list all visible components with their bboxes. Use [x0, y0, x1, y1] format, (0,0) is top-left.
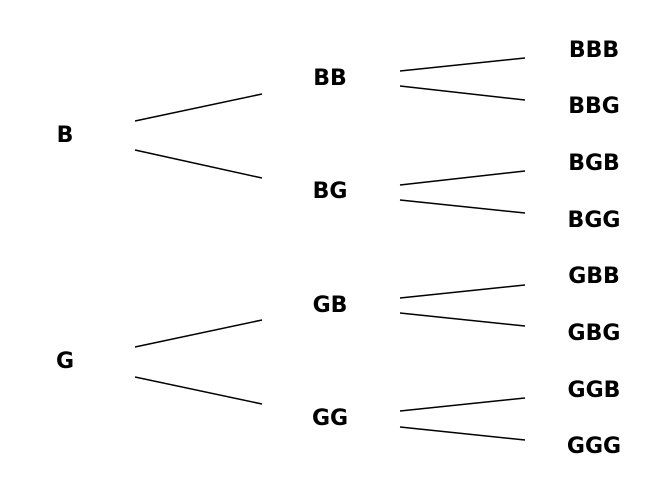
- node-bbb: BBB: [569, 38, 619, 63]
- node-ggb: GGB: [568, 378, 621, 403]
- node-bgb: BGB: [568, 151, 620, 176]
- branch-bb-bbg: [399, 85, 526, 101]
- node-ggg: GGG: [567, 434, 621, 459]
- branch-bb-bbb: [399, 57, 526, 72]
- node-gbg: GBG: [568, 321, 621, 346]
- node-gbb: GBB: [568, 264, 620, 289]
- branch-gg-ggb: [399, 397, 526, 412]
- branch-b-bb: [134, 93, 263, 122]
- node-bgg: BGG: [568, 208, 621, 233]
- branch-gb-gbb: [399, 284, 526, 299]
- branch-gg-ggg: [399, 426, 526, 441]
- branch-gb-gbg: [399, 312, 526, 327]
- branch-g-gg: [134, 376, 263, 405]
- node-b: B: [57, 123, 74, 148]
- node-g: G: [56, 349, 74, 374]
- node-gb: GB: [313, 293, 348, 318]
- branch-bg-bgg: [399, 199, 526, 214]
- branch-g-gb: [134, 319, 263, 348]
- node-bg: BG: [313, 179, 348, 204]
- node-bb: BB: [313, 66, 347, 91]
- node-gg: GG: [312, 406, 348, 431]
- branch-b-bg: [134, 149, 263, 179]
- node-bbg: BBG: [568, 94, 620, 119]
- branch-bg-bgb: [399, 170, 526, 186]
